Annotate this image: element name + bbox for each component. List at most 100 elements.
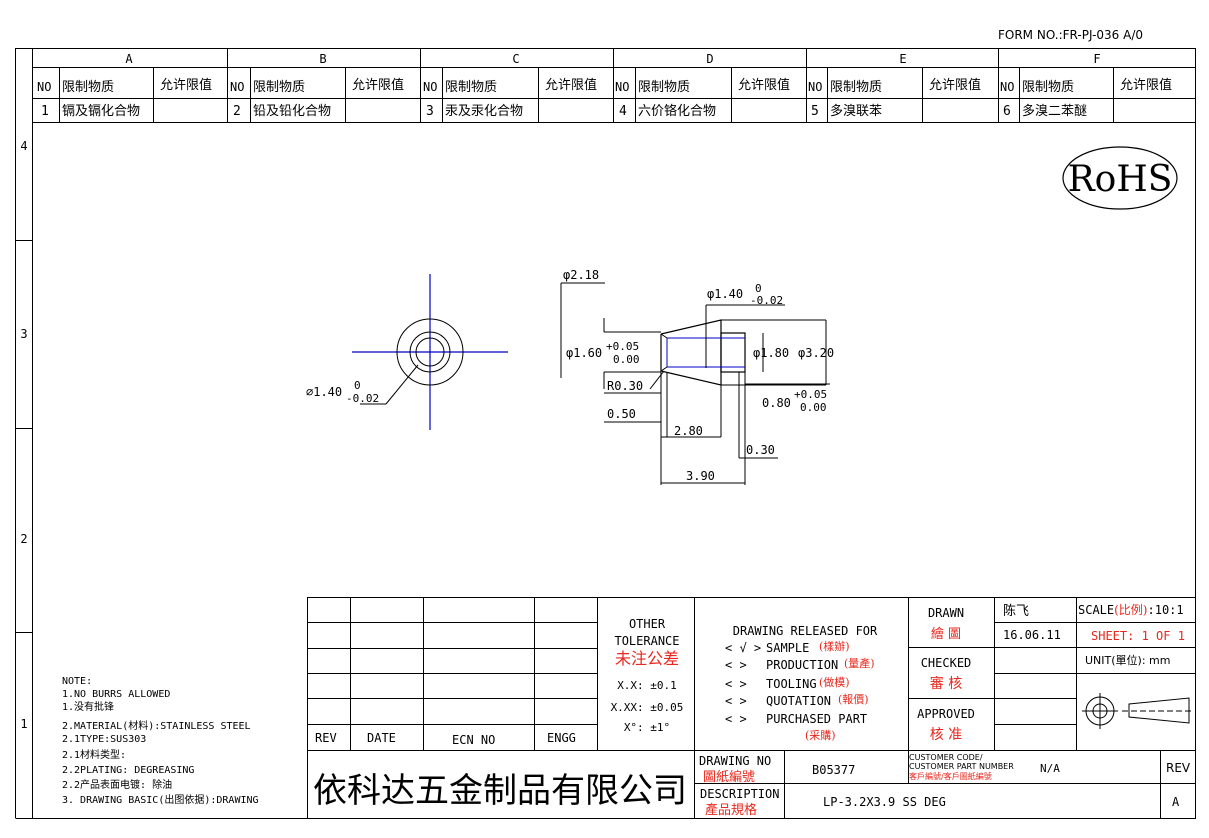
drawing-no-value: B05377: [812, 763, 855, 777]
dim-l390: 3.90: [686, 469, 715, 483]
substance-table-grid: [32, 67, 1196, 123]
sheet-frame: [15, 48, 1196, 819]
tol-angle: X°: ±1°: [624, 721, 670, 734]
header-limit: 允许限值: [1120, 77, 1172, 93]
dim-l280: 2.80: [674, 424, 703, 438]
projection-symbol-icon: [1082, 693, 1193, 729]
unit-field: UNIT(單位): mm: [1085, 653, 1170, 667]
substance-name: 多溴二苯醚: [1022, 103, 1087, 119]
rev-table-headers: REV DATE ECN NO ENGG: [315, 731, 576, 747]
unit-label: UNIT(: [1085, 654, 1116, 667]
tol-title2: TOLERANCE: [614, 634, 679, 648]
substance-name: 镉及镉化合物: [62, 103, 140, 119]
dim-d180: φ1.80: [753, 346, 789, 360]
substance-name: 铅及铅化合物: [253, 104, 331, 119]
scale-value: :10:1: [1148, 603, 1184, 617]
header-substance: 限制物质: [1022, 80, 1074, 95]
note-line: 2.2产品表面电镀: 除油: [62, 778, 172, 791]
customer-label: CUSTOMER PART NUMBER: [909, 762, 1014, 771]
zone-number: 4: [20, 139, 27, 153]
substance-table-rows: 1 镉及镉化合物 2 铅及铅化合物 3 汞及汞化合物 4 六价铬化合物 5 多溴…: [41, 103, 1087, 119]
header-no: NO: [615, 80, 629, 94]
note-line: 1.没有批锋: [62, 700, 114, 713]
header-substance: 限制物质: [830, 80, 882, 95]
scale-label-cn: (比例): [1114, 603, 1147, 617]
dim-l030: 0.30: [746, 443, 775, 457]
substance-name: 多溴联苯: [830, 103, 882, 119]
side-view-dimensions: φ2.18 φ1.40 0 -0.02 φ1.60 +0.05 0.00 φ1.…: [563, 268, 834, 483]
substance-name: 汞及汞化合物: [445, 104, 523, 119]
description-value: LP-3.2X3.9 SS DEG: [823, 795, 946, 809]
release-item: PURCHASED PART: [766, 712, 867, 726]
dim-d320: φ3.20: [798, 346, 834, 360]
substance-no: 3: [426, 104, 434, 119]
release-mark: < >: [725, 677, 747, 691]
note-line: NOTE:: [62, 676, 92, 687]
rev-label: REV: [1166, 761, 1191, 775]
company-name: 依科达五金制品有限公司: [313, 771, 687, 811]
header-limit: 允许限值: [545, 77, 597, 93]
description-label: DESCRIPTION: [700, 787, 779, 801]
front-diameter: ∅1.40: [306, 385, 342, 399]
header-substance: 限制物质: [62, 80, 114, 95]
substance-no: 5: [811, 104, 819, 119]
dim-d080-dn: 0.00: [800, 401, 827, 414]
dim-d140: φ1.40: [707, 287, 743, 301]
release-item-cn: (樣辦): [819, 639, 850, 653]
note-line: 2.MATERIAL(材料):STAINLESS STEEL: [62, 719, 251, 732]
front-view: ∅1.40 0 -0.02: [306, 274, 508, 430]
unit-label-cn: 單位: [1116, 653, 1138, 667]
header-limit: 允许限值: [160, 77, 212, 93]
customer-value: N/A: [1040, 762, 1060, 775]
drawn-name: 陈飞: [1003, 603, 1029, 619]
tolerance-block: OTHER TOLERANCE 未注公差 X.X: ±0.1 X.XX: ±0.…: [611, 617, 684, 734]
form-number: FORM NO.:FR-PJ-036 A/0: [998, 28, 1143, 42]
checked-label-cn: 審 核: [930, 676, 962, 692]
release-mark: < >: [725, 712, 747, 726]
approval-block: DRAWN 繪 圖 CHECKED 審 核 APPROVED 核 准: [917, 606, 975, 743]
substance-table-headers: NO 限制物质 允许限值 NO 限制物质 允许限值 NO 限制物质 允许限值 N…: [37, 77, 1172, 95]
tol-title-cn: 未注公差: [615, 649, 679, 668]
side-view: [560, 282, 830, 485]
substance-no: 4: [619, 104, 627, 119]
zone-number: 2: [20, 532, 27, 546]
dim-d080-up: +0.05: [794, 388, 827, 401]
note-line: 1.NO BURRS ALLOWED: [62, 689, 170, 700]
drawing-no-label-cn: 圖紙編號: [703, 769, 755, 785]
zone-letter: D: [706, 52, 713, 66]
dim-d218: φ2.18: [563, 268, 599, 282]
checked-label: CHECKED: [921, 656, 972, 670]
note-line: 2.2PLATING: DEGREASING: [62, 765, 194, 776]
zone-letter: C: [512, 52, 519, 66]
note-line: 2.1材料类型:: [62, 748, 126, 761]
substance-no: 2: [233, 104, 241, 119]
header-substance: 限制物质: [445, 80, 497, 95]
front-tol-dn: -0.02: [346, 392, 379, 405]
zone-letters: A B C D E F 4 3 2 1: [20, 52, 1100, 731]
release-item-cn: (量產): [844, 656, 875, 670]
notes-block: NOTE: 1.NO BURRS ALLOWED 1.没有批锋 2.MATERI…: [62, 676, 259, 806]
header-limit: 允许限值: [738, 77, 790, 93]
customer-label-cn: 客戶編號/客戶圖紙編號: [909, 771, 992, 781]
rev-value: A: [1172, 795, 1180, 809]
drawn-date: 16.06.11: [1003, 628, 1061, 642]
tol-xxx: X.XX: ±0.05: [611, 701, 684, 714]
release-mark: < >: [725, 694, 747, 708]
release-mark: < >: [725, 658, 747, 672]
dim-d160: φ1.60: [566, 346, 602, 360]
approved-label-cn: 核 准: [930, 727, 962, 743]
release-item: PRODUCTION: [766, 658, 838, 672]
header-no: NO: [37, 80, 51, 94]
zone-letter: B: [319, 52, 326, 66]
description-label-cn: 產品規格: [705, 802, 757, 818]
title-block-grid: [307, 597, 1196, 818]
substance-name: 六价铬化合物: [638, 103, 716, 119]
header-no: NO: [808, 80, 822, 94]
dim-l050: 0.50: [607, 407, 636, 421]
rohs-logo: RoHS: [1062, 146, 1178, 210]
ecn-header: ECN NO: [452, 733, 495, 747]
release-item-cn: (報價): [838, 692, 869, 706]
sheet-field: SHEET: 1 OF 1: [1091, 629, 1185, 643]
dim-d080: 0.80: [762, 396, 791, 410]
